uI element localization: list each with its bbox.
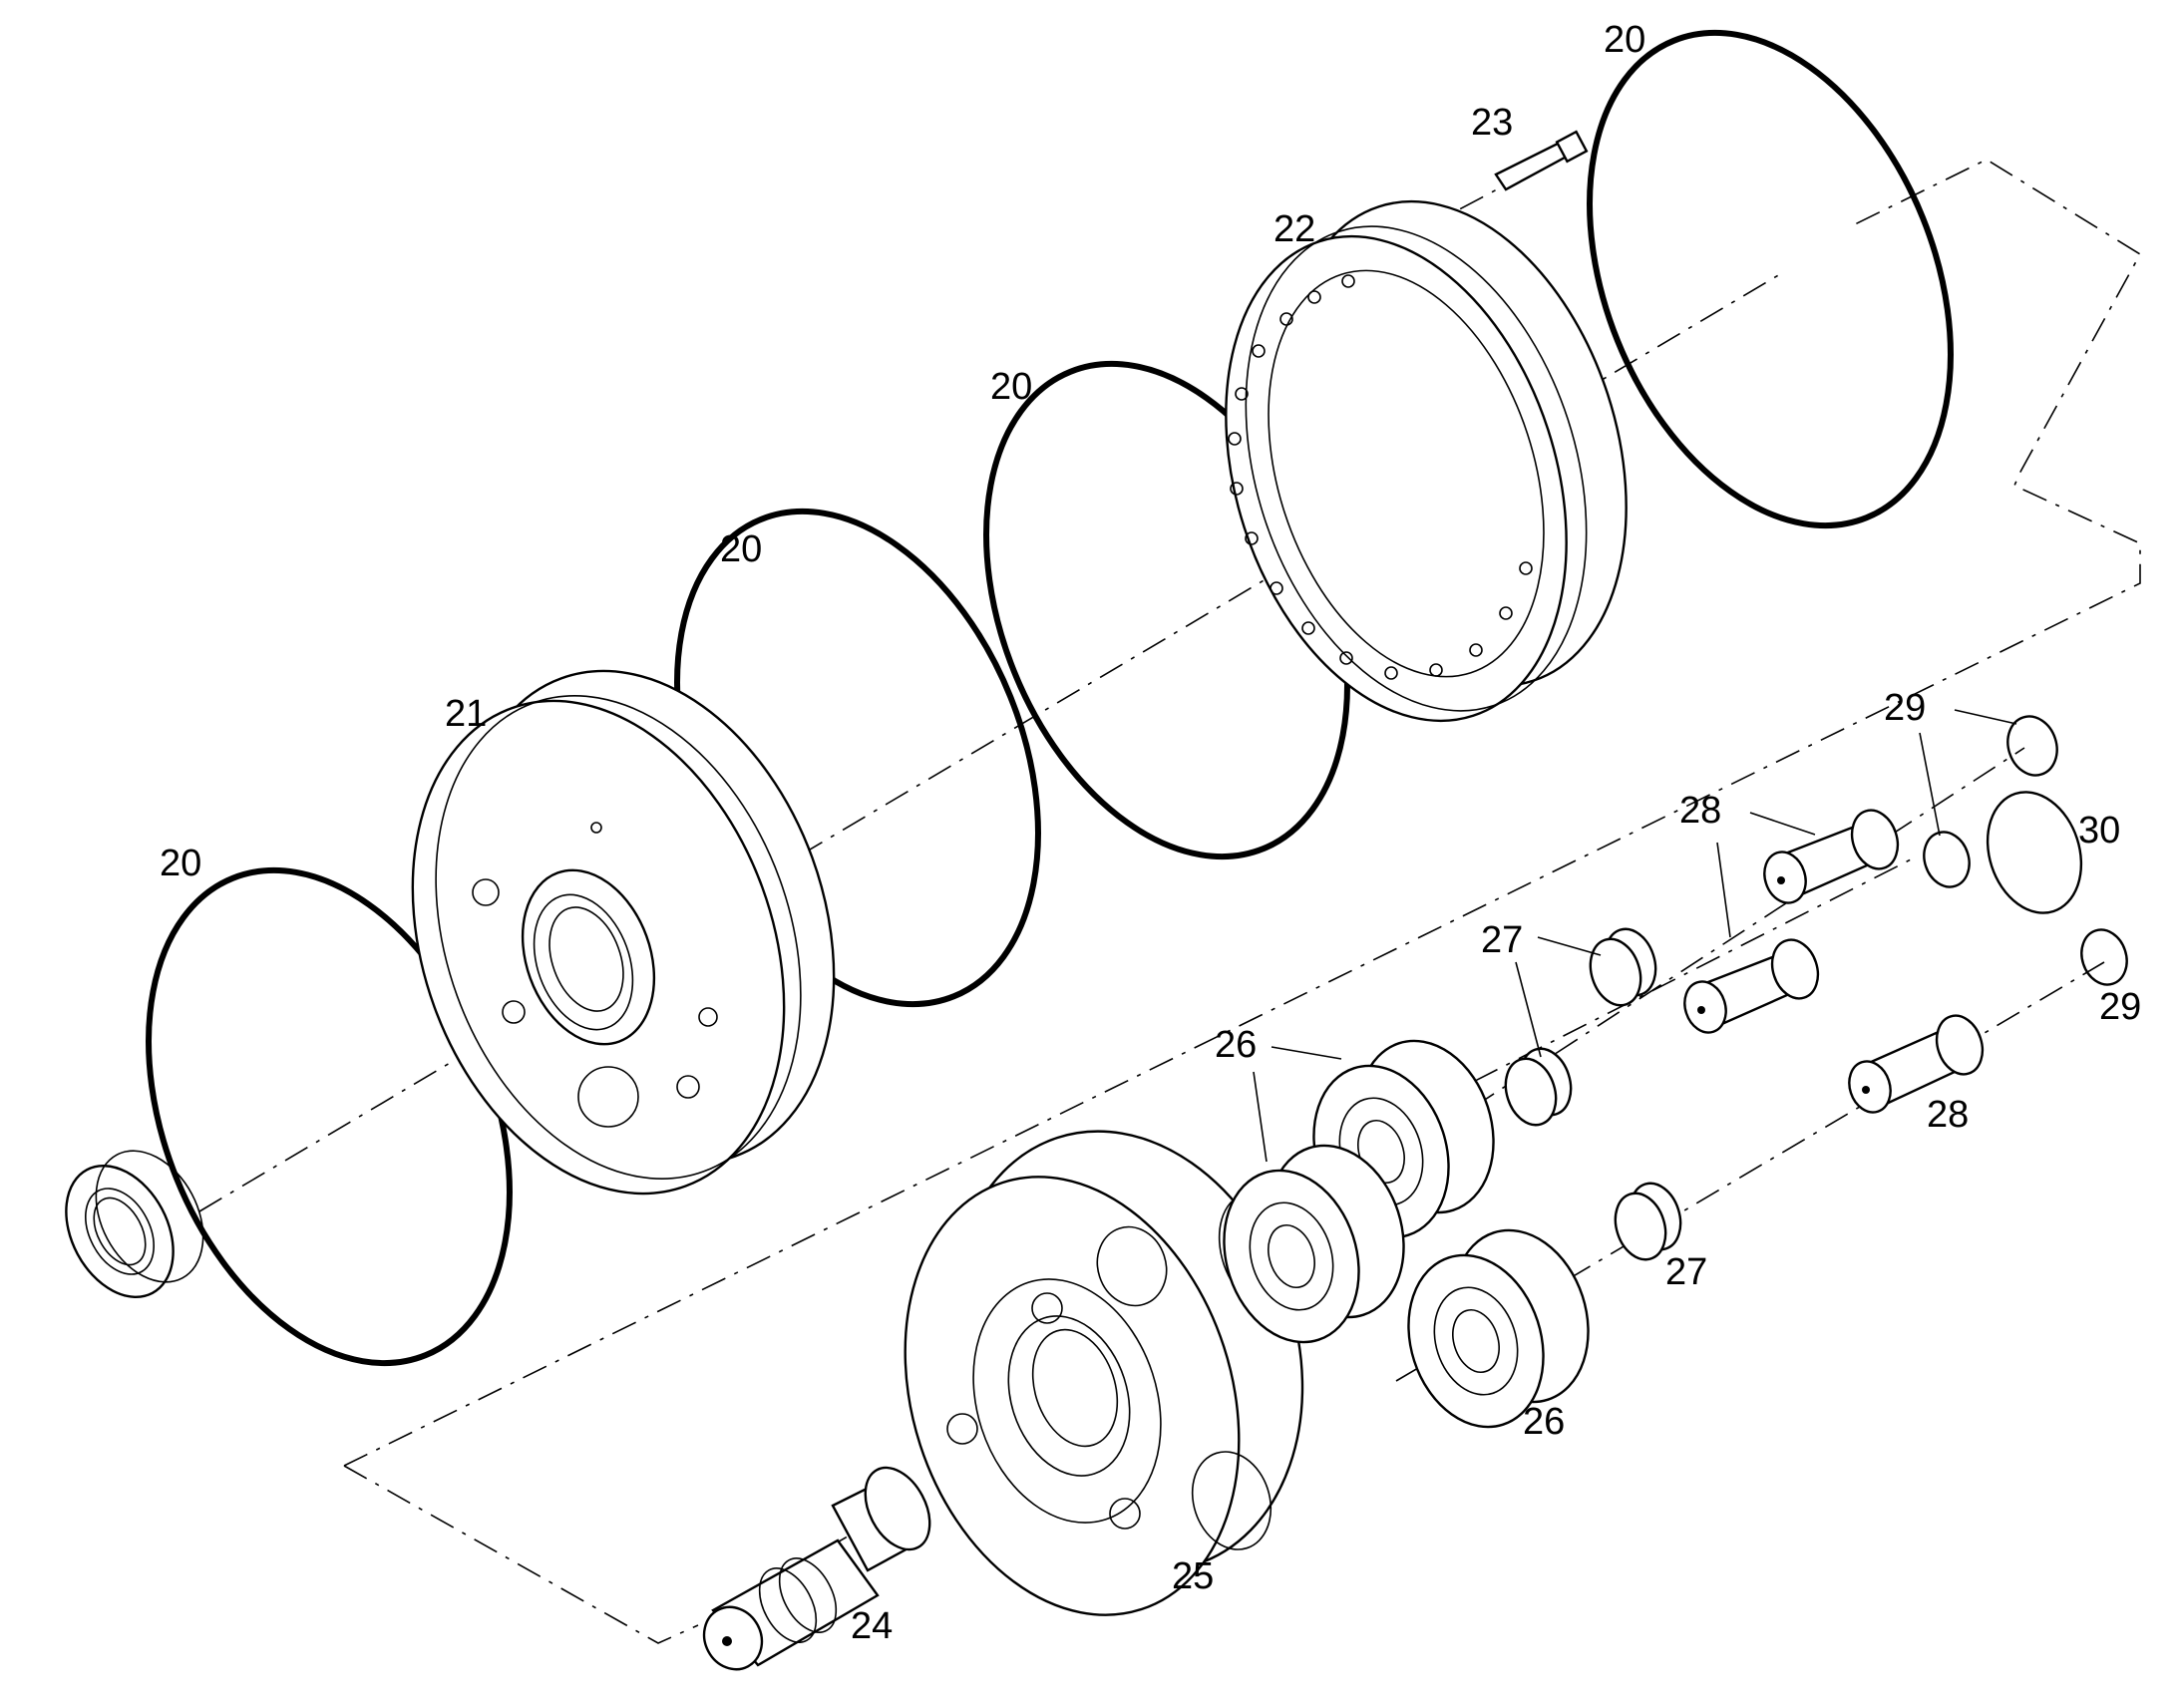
label-28-top: 28 (1679, 790, 1721, 832)
bushing-part-27-a (1589, 927, 1657, 1007)
label-26-top: 26 (1215, 1024, 1257, 1066)
label-27-bottom: 27 (1665, 1251, 1707, 1293)
label-20-top-right: 20 (1604, 19, 1645, 61)
ring-gear-part-22 (1225, 199, 1628, 723)
pin-part-28-a (1763, 809, 1900, 904)
retaining-ring-part-29-a (2006, 715, 2058, 777)
seal-ring-part (65, 1150, 204, 1298)
planet-carrier-part-25 (904, 1130, 1305, 1616)
label-20-mid-left: 20 (720, 528, 762, 570)
label-27-top: 27 (1481, 919, 1523, 961)
part-labels: 20 23 22 20 20 21 20 29 28 30 27 29 26 2… (160, 19, 2141, 1647)
bushing-part-27-b (1504, 1047, 1573, 1127)
o-ring-20-right (1587, 29, 1954, 529)
label-20-mid-right: 20 (990, 366, 1032, 408)
bushing-part-27-c (1614, 1182, 1682, 1261)
label-26-bottom: 26 (1523, 1401, 1565, 1443)
assembly-boundary-lower (343, 1465, 699, 1644)
label-23: 23 (1471, 102, 1513, 144)
ring-gear-bolt-holes (1228, 274, 1533, 680)
label-22: 22 (1273, 208, 1315, 250)
label-25: 25 (1172, 1555, 1214, 1597)
pin-part-28-b (1683, 938, 1820, 1034)
label-28-bottom: 28 (1927, 1094, 1969, 1136)
planet-gear-part-26-c (1407, 1228, 1590, 1429)
housing-flange-part-21 (411, 669, 836, 1196)
pin-part-28-c (1848, 1014, 1985, 1114)
label-30: 30 (2078, 810, 2120, 852)
label-29-top: 29 (1884, 687, 1926, 729)
leader-lines (1253, 709, 2017, 1163)
retaining-ring-part-29-b (1923, 831, 1971, 888)
disc-part-30 (1986, 791, 2083, 914)
assembly-boundary (343, 159, 2142, 1467)
bolt-part-23 (1494, 130, 1589, 191)
retaining-ring-part-29-c (2080, 928, 2128, 986)
label-21: 21 (445, 693, 487, 735)
planet-gear-part-26-b (1223, 1144, 1405, 1344)
label-24: 24 (851, 1605, 893, 1647)
shaft-part-24 (702, 1466, 931, 1671)
label-20-left: 20 (160, 843, 201, 884)
label-29-bottom: 29 (2099, 986, 2141, 1028)
